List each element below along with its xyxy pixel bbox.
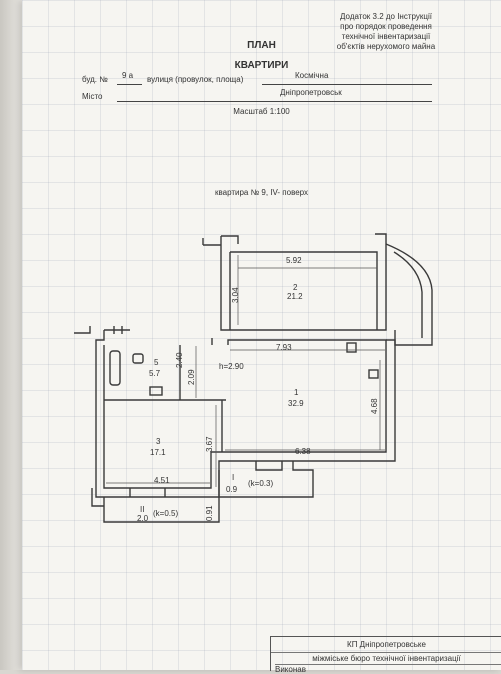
kitchen-sink-icon: [368, 369, 379, 379]
bay-window-inner: [393, 251, 423, 338]
balcony1-coef: (k=0.3): [248, 479, 273, 488]
dim-room1-width: 7.93: [276, 343, 292, 352]
room5-area: 5.7: [149, 369, 161, 378]
stamp-bureau: міжміське бюро технічної інвентаризації: [271, 652, 501, 663]
balcony2-number: ІІ: [140, 505, 144, 514]
toilet-icon: [132, 353, 144, 364]
city-label: Місто: [82, 92, 103, 101]
room2-top-stubs: [202, 233, 387, 246]
room5-number: 5: [154, 358, 159, 367]
building-label: буд. №: [82, 75, 108, 84]
balcony-1: [218, 461, 314, 498]
balcony-2: [103, 497, 220, 523]
sink-icon: [149, 386, 163, 396]
dim-room3-depth: 3.67: [205, 436, 214, 452]
street-name: Космічна: [295, 71, 329, 80]
room3-number: 3: [156, 437, 161, 446]
bathtub-icon: [109, 350, 121, 386]
balcony2-coef: (k=0.5): [153, 509, 178, 518]
dim-bath-h1: 2.40: [175, 352, 184, 368]
apartment-floor: квартира № 9, IV- поверх: [214, 188, 309, 197]
wall-ticks: [113, 326, 213, 345]
city-underline: [117, 101, 432, 102]
inner-contour: [103, 339, 387, 489]
ceiling-height: h=2.90: [219, 362, 244, 371]
appendix-line-3: технічної інвентаризації: [341, 32, 431, 41]
room2-number: 2: [293, 283, 298, 292]
appendix-note: Додаток 3.2 до Інструкції про порядок пр…: [311, 12, 461, 52]
title-block-stamp: КП Дніпропетровське міжміське бюро техні…: [270, 636, 501, 674]
dim-room2-depth: 3.04: [231, 287, 240, 303]
building-underline: [117, 84, 142, 85]
outer-contour: [95, 330, 396, 498]
stove-icon: [346, 342, 357, 353]
dim-room1-depth: 4.68: [370, 398, 379, 414]
left-top-stub: [74, 326, 130, 334]
stamp-executed-by: Виконав: [275, 664, 501, 674]
appendix-line-1: Додаток 3.2 до Інструкції: [340, 12, 432, 21]
balcony1-area: 0.9: [226, 485, 238, 494]
building-number: 9 а: [122, 71, 134, 80]
document-subtitle: КВАРТИРИ: [234, 60, 289, 71]
room2-walls: [220, 236, 387, 331]
bathroom-partition: [104, 345, 226, 401]
balcony2-area: 2.0: [137, 514, 149, 523]
appendix-line-4: об'єктів нерухомого майна: [336, 42, 436, 51]
street-underline: [262, 84, 432, 85]
dim-balcony2-depth: 0.91: [205, 505, 214, 521]
stamp-organization: КП Дніпропетровське: [347, 640, 426, 649]
balcony-door: [255, 461, 283, 471]
dim-room1-bottom: 6.38: [295, 447, 311, 456]
balcony-2-door: [129, 488, 166, 497]
room2-area: 21.2: [287, 292, 303, 301]
dim-room2-width: 5.92: [286, 256, 302, 265]
room1-area: 32.9: [288, 399, 304, 408]
document-title: ПЛАН: [247, 40, 276, 51]
dim-bath-h2: 2.09: [187, 369, 196, 385]
room2-inner: [229, 251, 378, 330]
balcony1-number: І: [232, 473, 234, 482]
room3-area: 17.1: [150, 448, 166, 457]
city-name: Дніпропетровськ: [280, 88, 342, 97]
bay-window: [385, 243, 433, 346]
dim-room3-width: 4.51: [154, 476, 170, 485]
street-label: вулиця (провулок, площа): [147, 75, 244, 84]
room1-number: 1: [294, 388, 299, 397]
appendix-line-2: про порядок проведення: [340, 22, 432, 31]
binding-edge: [0, 0, 22, 670]
balcony-2-left-stub: [91, 488, 104, 507]
scale-text: Масштаб 1:100: [233, 107, 290, 116]
document-sheet: Додаток 3.2 до Інструкції про порядок пр…: [22, 0, 501, 674]
